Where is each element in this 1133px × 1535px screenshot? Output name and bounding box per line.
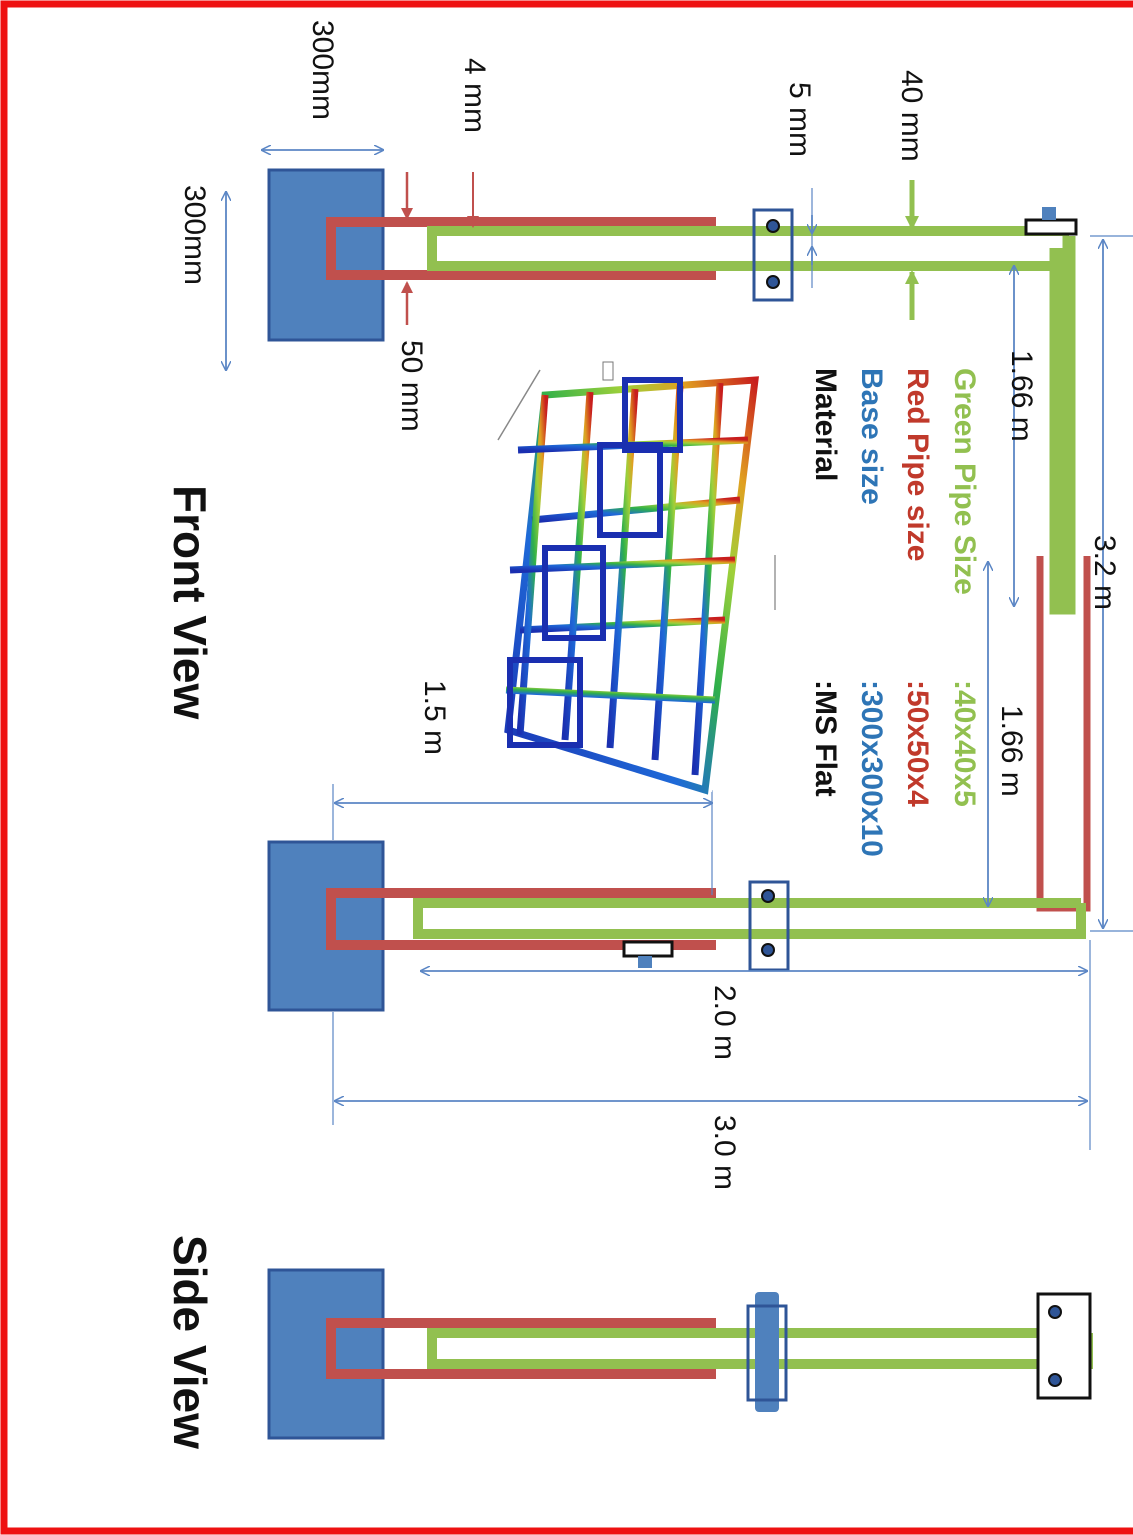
right-green-pipe: [413, 898, 1086, 939]
spec-value-material: :MS Flat: [809, 680, 842, 797]
green-size-label: 40 mm: [895, 70, 928, 162]
left-post-assembly: [267, 168, 1078, 342]
bolt-icon: [1048, 1305, 1062, 1319]
spec-label-base: Base size: [855, 368, 888, 505]
left-clamp: [752, 208, 794, 302]
top-total-label: 3.2 m: [1088, 535, 1121, 610]
view-titles: Front View Side View: [164, 485, 216, 1449]
red-extension-label: 1.5 m: [418, 680, 451, 755]
bolt-icon: [761, 889, 775, 903]
right-post-assembly: [267, 840, 1086, 1012]
top-beam-assembly: [1036, 236, 1091, 912]
left-green-pipe: [427, 226, 1069, 271]
front-view-title: Front View: [164, 485, 216, 720]
top-half-a-label: 1.66 m: [1005, 350, 1038, 442]
bolt-icon: [766, 275, 780, 289]
left-red-pipe: [326, 217, 716, 280]
bracket-bolt-icon: [638, 956, 652, 968]
top-bracket: [1024, 218, 1078, 236]
spec-value-base: :300x300x10: [855, 680, 888, 857]
right-red-pipe: [326, 888, 716, 950]
bracket-bolt-icon: [1042, 207, 1056, 220]
spec-label-green: Green Pipe Size: [948, 368, 981, 595]
side-clamp: [746, 1304, 788, 1402]
bolt-icon: [766, 219, 780, 233]
base-width-label: 300mm: [306, 20, 339, 120]
side-view-assembly: [267, 1268, 1093, 1440]
side-bracket: [622, 940, 674, 958]
spec-value-red: :50x50x4: [901, 680, 934, 807]
red-thickness-label: 4 mm: [458, 58, 491, 133]
bolt-icon: [1048, 1373, 1062, 1387]
spec-value-green: :40x40x5: [948, 680, 981, 807]
green-thickness-label: 5 mm: [783, 82, 816, 157]
red-size-label: 50 mm: [395, 340, 428, 432]
specs-legend: Green Pipe Size Red Pipe size Base size …: [809, 368, 981, 857]
side-clamp-plate: [755, 1292, 779, 1412]
spec-label-material: Material: [809, 368, 842, 481]
side-top-bracket: [1036, 1292, 1092, 1400]
side-red-pipe: [326, 1318, 716, 1379]
bolt-icon: [761, 943, 775, 957]
total-height-label: 3.0 m: [708, 1115, 741, 1190]
spec-label-red: Red Pipe size: [901, 368, 934, 561]
green-height-label: 2.0 m: [708, 985, 741, 1060]
top-green-beam: [1049, 236, 1076, 615]
base-height-label: 300mm: [178, 185, 211, 285]
dimension-lines: [226, 150, 1133, 1150]
side-view-title: Side View: [164, 1235, 216, 1449]
structure-stress-render-icon: [497, 361, 776, 795]
top-half-b-label: 1.66 m: [995, 705, 1028, 797]
dimension-labels: 300mm 300mm 4 mm 50 mm 5 mm 40 mm 1.66 m…: [178, 20, 1121, 1190]
